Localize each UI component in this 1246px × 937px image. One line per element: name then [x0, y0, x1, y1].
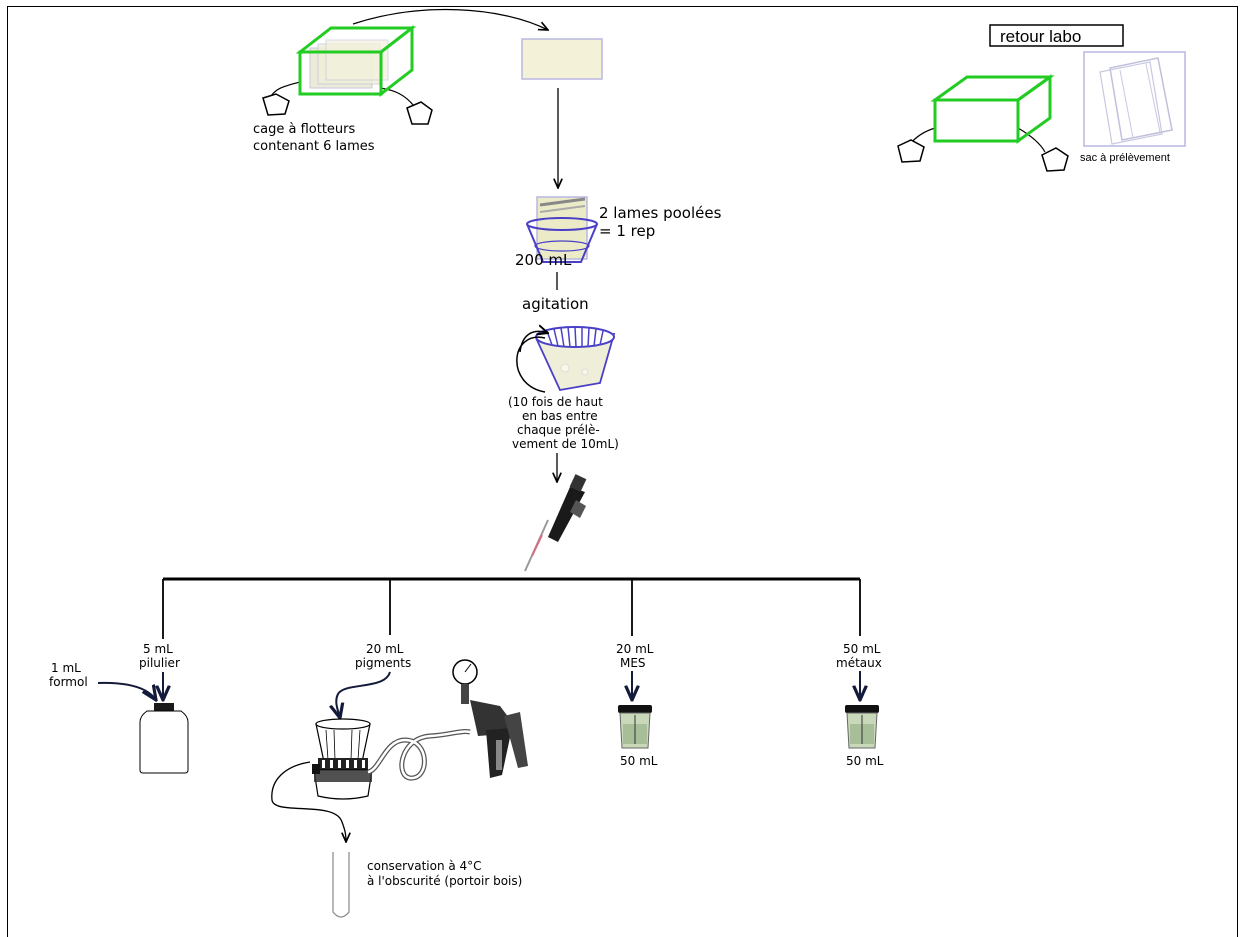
- sample-bag-icon: [1083, 51, 1186, 147]
- branch-4-name: métaux: [836, 656, 882, 670]
- beaker-icon: [526, 196, 598, 263]
- formol-amount: 1 mL: [51, 661, 81, 675]
- test-tube-icon: [332, 852, 350, 918]
- cage-float-icon: [262, 24, 433, 125]
- branch-1-amount: 5 mL: [143, 642, 173, 656]
- pipette-icon: [524, 474, 587, 572]
- agitated-cup-icon: [516, 327, 616, 393]
- branch-3-amount: 20 mL: [616, 642, 654, 656]
- slide-icon: [521, 38, 603, 80]
- arrow-pigments: [336, 671, 391, 718]
- pool-label-line2: = 1 rep: [599, 222, 655, 240]
- branch-4-amount: 50 mL: [843, 642, 881, 656]
- conservation-line2: à l'obscurité (portoir bois): [367, 874, 522, 888]
- cage-label-line2: contenant 6 lames: [253, 139, 375, 154]
- conservation-line1: conservation à 4°C: [367, 859, 482, 873]
- mes-vial-icon: [618, 705, 652, 749]
- mes-vial-volume: 50 mL: [620, 754, 658, 768]
- filtration-pump-icon: [312, 659, 528, 800]
- retour-labo-title: retour labo: [1000, 27, 1081, 46]
- cage-return-icon: [897, 74, 1069, 172]
- branch-3-name: MES: [620, 656, 646, 670]
- agitation-note-4: vement de 10mL): [512, 437, 619, 451]
- agitation-label: agitation: [522, 295, 589, 313]
- retour-labo-box: [989, 24, 1124, 47]
- branch-2-name: pigments: [355, 656, 411, 670]
- agitation-note-2: en bas entre: [522, 409, 598, 423]
- metaux-vial-volume: 50 mL: [846, 754, 884, 768]
- metaux-vial-icon: [845, 705, 879, 749]
- agitation-note-3: chaque prélè-: [517, 423, 600, 437]
- cage-label-line1: cage à flotteurs: [253, 122, 356, 137]
- agitation-note-1: (10 fois de haut: [508, 395, 603, 409]
- arrow-filtrate: [271, 761, 346, 842]
- page-frame: [7, 6, 1238, 937]
- arrow-cage-to-slide: [352, 8, 548, 30]
- branch-1-name: pilulier: [139, 656, 180, 670]
- pilulier-bottle-icon: [139, 703, 189, 774]
- arrow-formol: [97, 681, 156, 700]
- sample-bag-label: sac à prélèvement: [1080, 152, 1170, 164]
- pool-label-line1: 2 lames poolées: [599, 204, 722, 222]
- formol-name: formol: [49, 675, 88, 689]
- branch-2-amount: 20 mL: [366, 642, 404, 656]
- beaker-volume: 200 mL: [515, 251, 572, 269]
